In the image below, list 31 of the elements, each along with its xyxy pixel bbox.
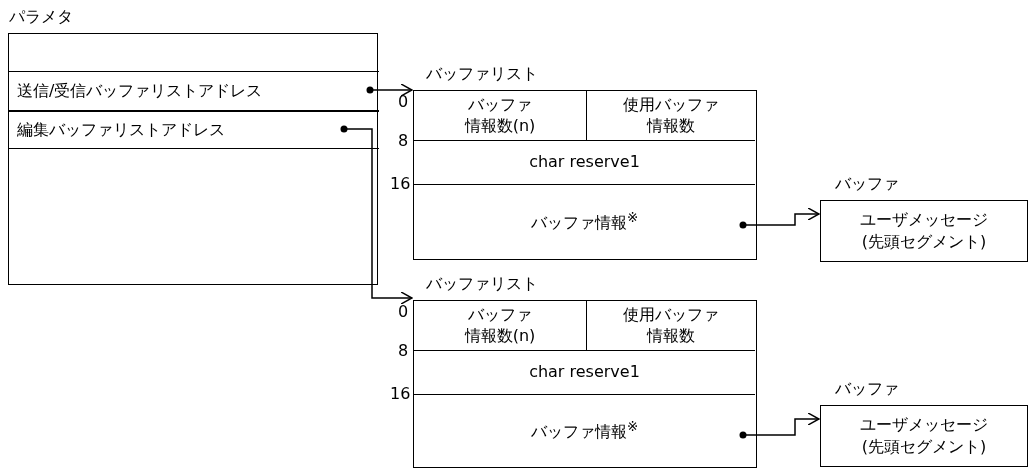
heading-label: バッファ [835,379,899,400]
offset-label: 0 [398,92,409,111]
table-row [9,71,379,111]
field-text: バッファ情報数(n) [463,304,537,347]
table-row [9,111,379,149]
message-text: ユーザメッセージ(先頭セグメント) [859,209,989,253]
field-text: バッファ情報数(n) [463,94,537,137]
offset-label: 16 [390,174,411,193]
table-cell [414,301,587,351]
offset-label: 0 [398,302,409,321]
field-text: char reserve1 [529,362,640,383]
arrow [739,207,820,229]
heading-label: バッファリスト [426,64,538,85]
field-text: 編集バッファリストアドレス [17,119,225,141]
field-text: 使用バッファ情報数 [622,94,720,137]
offset-label: 8 [398,131,409,150]
arrow [340,125,413,305]
field-text: 送信/受信バッファリストアドレス [17,80,263,102]
field-text: char reserve1 [529,152,640,173]
message-text: ユーザメッセージ(先頭セグメント) [859,414,989,458]
heading-label: パラメタ [9,7,73,28]
field-text: 使用バッファ情報数 [622,304,720,347]
arrow [366,83,413,97]
table-cell [414,91,587,141]
field-text: バッファ情報$^{※}$ [530,417,639,444]
heading-label: バッファリスト [426,274,538,295]
offset-label: 16 [390,384,411,403]
heading-label: バッファ [835,174,899,195]
arrow [739,412,820,439]
field-text: バッファ情報$^{※}$ [530,208,639,235]
offset-label: 8 [398,341,409,360]
